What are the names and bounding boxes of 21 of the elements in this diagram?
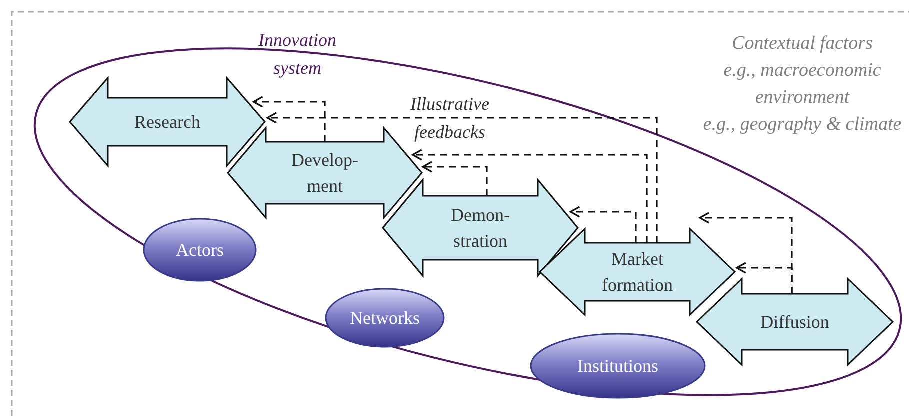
oval-label: Actors <box>175 239 225 262</box>
stage-label: Research <box>134 111 202 134</box>
oval-label: Institutions <box>576 355 660 378</box>
stage-shape <box>70 78 265 166</box>
feedback-arrow <box>422 161 488 196</box>
system-label: Innovation system <box>258 29 338 80</box>
feedback-arrow <box>412 149 648 243</box>
stage-label: Market formation <box>601 248 674 297</box>
stage-label: Diffusion <box>760 311 830 334</box>
feedback-arrow <box>570 206 637 243</box>
context-heading: Contextual factors <box>731 32 874 56</box>
feedback-arrow <box>252 96 326 142</box>
feedback-arrow <box>266 112 658 243</box>
stage-shape <box>540 229 735 315</box>
feedback-arrow <box>736 262 793 294</box>
context-note: e.g., geography & climate <box>702 113 903 137</box>
stage-label: Develop- ment <box>290 149 360 198</box>
illustrative-note: Illustrative feedbacks <box>410 93 490 144</box>
stage-label: Demon- stration <box>450 204 511 253</box>
oval-label: Networks <box>349 307 421 330</box>
stage-shape <box>383 180 578 276</box>
